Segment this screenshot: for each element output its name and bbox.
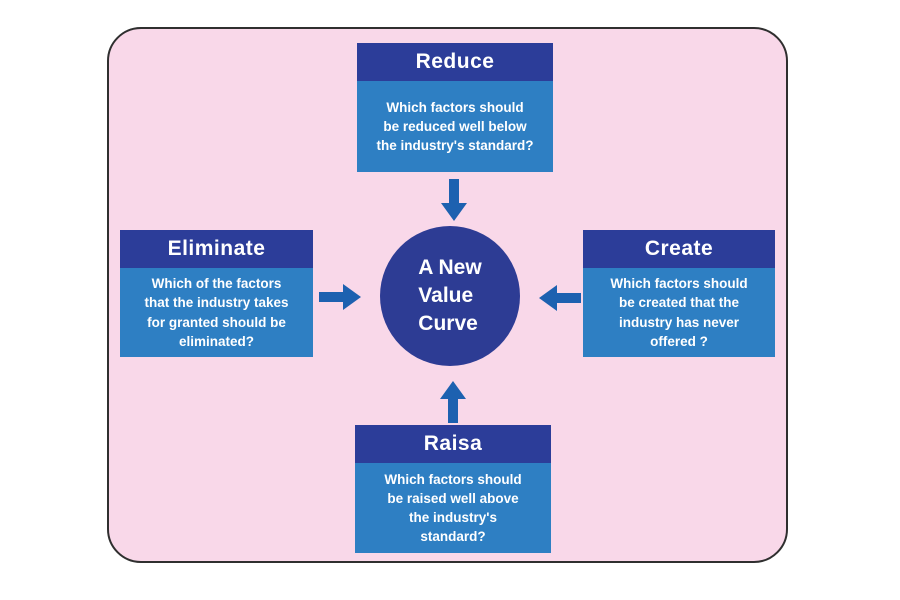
new-value-curve-label: A New Value Curve xyxy=(418,256,482,335)
arrow-down-icon xyxy=(441,179,467,221)
reduce-question: Which factors should be reduced well bel… xyxy=(357,81,553,172)
create-title: Create xyxy=(583,230,775,268)
action-box-reduce: Reduce Which factors should be reduced w… xyxy=(357,43,553,172)
eliminate-title: Eliminate xyxy=(120,230,313,268)
arrow-up-icon xyxy=(440,381,466,423)
arrow-right-icon xyxy=(319,284,361,310)
action-box-create: Create Which factors should be created t… xyxy=(583,230,775,357)
action-box-eliminate: Eliminate Which of the factors that the … xyxy=(120,230,313,357)
raisa-question: Which factors should be raised well abov… xyxy=(355,463,551,553)
new-value-curve-circle: A New Value Curve xyxy=(380,226,520,366)
reduce-title: Reduce xyxy=(357,43,553,81)
raisa-title: Raisa xyxy=(355,425,551,463)
eliminate-question: Which of the factors that the industry t… xyxy=(120,268,313,357)
action-box-raisa: Raisa Which factors should be raised wel… xyxy=(355,425,551,553)
create-question: Which factors should be created that the… xyxy=(583,268,775,357)
arrow-left-icon xyxy=(539,285,581,311)
